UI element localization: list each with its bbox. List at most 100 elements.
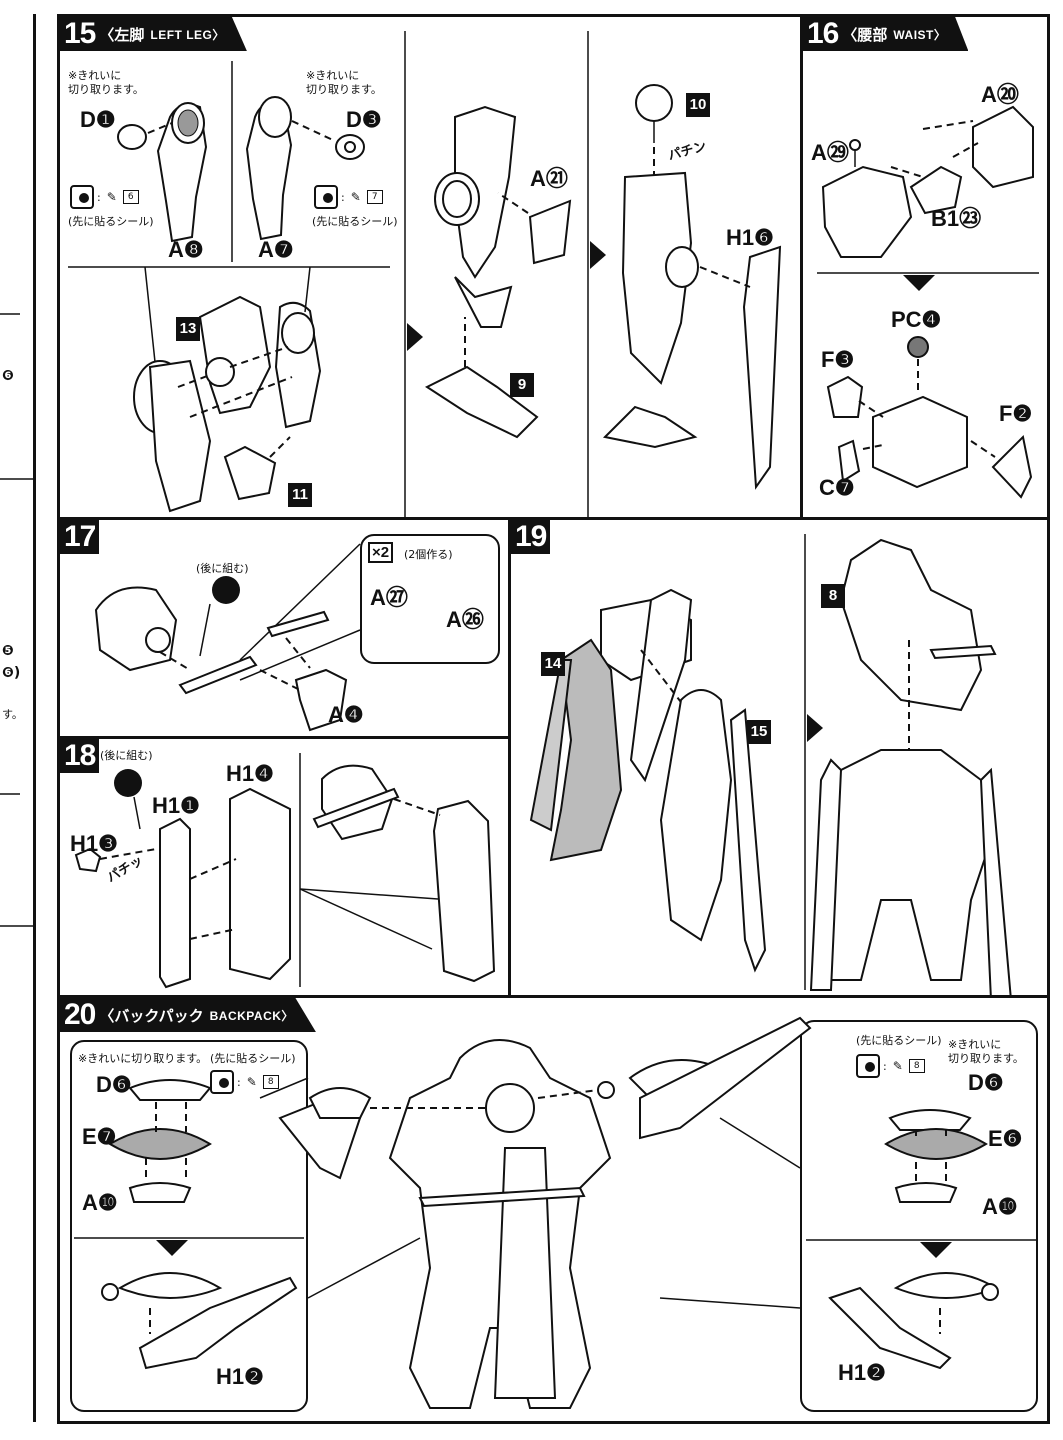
arrow-down-icon [903, 275, 935, 291]
step-title-en: BACKPACK〉 [209, 1008, 294, 1023]
part-label-h12: H1❷ [838, 1360, 886, 1385]
part-label-a4: A❹ [328, 702, 364, 727]
part-label-f3: F❸ [821, 347, 855, 372]
seal-number: 8 [908, 1059, 925, 1073]
strip-fragment-3: ❻) [2, 665, 21, 681]
step-title-jp: 〈左脚 [99, 25, 145, 44]
step-title-jp: 〈腰部 [842, 25, 888, 44]
pen-icon: ✎ [246, 1075, 257, 1089]
arrow-down-icon [156, 1240, 188, 1256]
part-label-pc4: PC❹ [891, 307, 942, 332]
quantity-note: (2個作る) [404, 548, 453, 561]
step-15-drawing [68, 31, 782, 517]
part-label-f2: F❷ [999, 401, 1033, 426]
part-label-h12: H1❷ [216, 1364, 264, 1389]
seal-indicator-left: : ✎ 6 [70, 185, 139, 209]
seal-number: 7 [366, 190, 383, 204]
part-label-a10: A❿ [82, 1190, 118, 1215]
seal-icon [856, 1054, 880, 1078]
pen-icon: ✎ [106, 190, 117, 204]
pen-icon: ✎ [350, 190, 361, 204]
part-tag-10: 10 [686, 93, 710, 117]
part-label-b123: B1㉓ [931, 206, 982, 231]
seal-number: 8 [262, 1075, 279, 1089]
step-18-panel: 18 (後に組む) H1❶ H1❹ H1❸ パチッ [57, 736, 511, 998]
part-label-a21: A㉑ [530, 166, 568, 191]
seal-note-right: (先に貼るシール) [312, 215, 398, 228]
step-title-en: LEFT LEG〉 [150, 27, 225, 42]
part-label-d6: D❻ [96, 1072, 132, 1097]
step-15-header: 15 〈左脚 LEFT LEG〉 [60, 17, 247, 51]
part-label-d6: D❻ [968, 1070, 1004, 1095]
strip-fragment-1: ❻ [2, 368, 14, 384]
seal-icon [314, 185, 338, 209]
seal-note-right: (先に貼るシール) [856, 1034, 942, 1047]
assemble-later-note: (後に組む) [196, 562, 249, 575]
step-number: 16 [807, 17, 839, 50]
step-16-panel: 16 〈腰部 WAIST〉 A⑳ A㉙ B1㉓ PC❹ F❸ F❷ C❼ [800, 14, 1050, 520]
part-tag-9: 9 [510, 373, 534, 397]
arrow-down-icon [920, 1242, 952, 1258]
seal-number: 6 [122, 190, 139, 204]
part-label-a27: A㉗ [370, 585, 408, 610]
step-title-jp: 〈バックパック [99, 1006, 204, 1025]
assemble-later-note: (後に組む) [100, 749, 153, 762]
step-18-drawing [74, 753, 496, 989]
seal-indicator-left: : ✎ 8 [210, 1070, 279, 1094]
step-18-number: 18 [60, 739, 100, 773]
pen-icon: ✎ [892, 1059, 903, 1073]
part-label-a10: A❿ [982, 1194, 1018, 1219]
part-label-a29: A㉙ [811, 140, 849, 165]
step-number: 15 [64, 17, 96, 50]
step-19-drawing [529, 534, 1013, 1001]
quantity-badge: ×2 [368, 542, 394, 563]
part-label-d1: D❶ [80, 107, 116, 132]
part-label-c7: C❼ [819, 475, 855, 500]
step-19-number: 19 [511, 520, 551, 554]
part-label-h13: H1❸ [70, 831, 118, 856]
part-label-e6: E❻ [988, 1126, 1023, 1151]
step-16-drawing [817, 105, 1039, 499]
seal-note-left: (先に貼るシール) [210, 1052, 296, 1065]
seal-note-left: (先に貼るシール) [68, 215, 154, 228]
cut-note-left: ※きれいに切り取ります。 [78, 1052, 208, 1065]
arrow-right-icon [590, 241, 606, 269]
cut-note-right: ※きれいに切り取ります。 [948, 1038, 1024, 1065]
seal-icon [210, 1070, 234, 1094]
arrow-right-icon [807, 714, 823, 742]
strip-fragment-2: ❺ [2, 643, 14, 659]
step-16-header: 16 〈腰部 WAIST〉 [803, 17, 969, 51]
part-label-h14: H1❹ [226, 761, 274, 786]
seal-icon [70, 185, 94, 209]
part-label-a26: A㉖ [446, 607, 484, 632]
cut-note-right: ※きれいに切り取ります。 [306, 69, 382, 96]
step-17-number: 17 [60, 520, 100, 554]
strip-fragment-4: す。 [2, 708, 23, 721]
part-label-a20: A⑳ [981, 82, 1019, 107]
part-label-a7: A❼ [258, 237, 294, 262]
part-tag-14: 14 [541, 652, 565, 676]
cut-note-left: ※きれいに切り取ります。 [68, 69, 144, 96]
step-20-panel: 20 〈バックパック BACKPACK〉 [57, 995, 1050, 1424]
step-title-en: WAIST〉 [893, 27, 947, 42]
part-label-d3: D❸ [346, 107, 382, 132]
step-15-panel: 15 〈左脚 LEFT LEG〉 [57, 14, 803, 520]
step-20-drawing [74, 1016, 1036, 1409]
seal-indicator-right: : ✎ 8 [856, 1054, 925, 1078]
part-tag-8: 8 [821, 584, 845, 608]
part-tag-13: 13 [176, 317, 200, 341]
part-label-a8: A❽ [168, 237, 204, 262]
seal-indicator-right: : ✎ 7 [314, 185, 383, 209]
part-tag-11: 11 [288, 483, 312, 507]
step-17-panel: 17 (後に組む) ×2 (2個作る) A㉗ A㉖ A❹ [57, 517, 511, 739]
step-19-panel: 19 14 15 8 [508, 517, 1050, 1001]
left-page-strip: ❻ ❺ ❻) す。 [0, 14, 36, 1422]
part-label-e7: E❼ [82, 1124, 117, 1149]
step-number: 20 [64, 998, 96, 1031]
strip-lines [0, 313, 33, 927]
part-tag-15: 15 [747, 720, 771, 744]
step-20-header: 20 〈バックパック BACKPACK〉 [60, 998, 316, 1032]
part-label-h11: H1❶ [152, 793, 200, 818]
arrow-right-icon [407, 323, 423, 351]
part-label-h16: H1❻ [726, 225, 774, 250]
